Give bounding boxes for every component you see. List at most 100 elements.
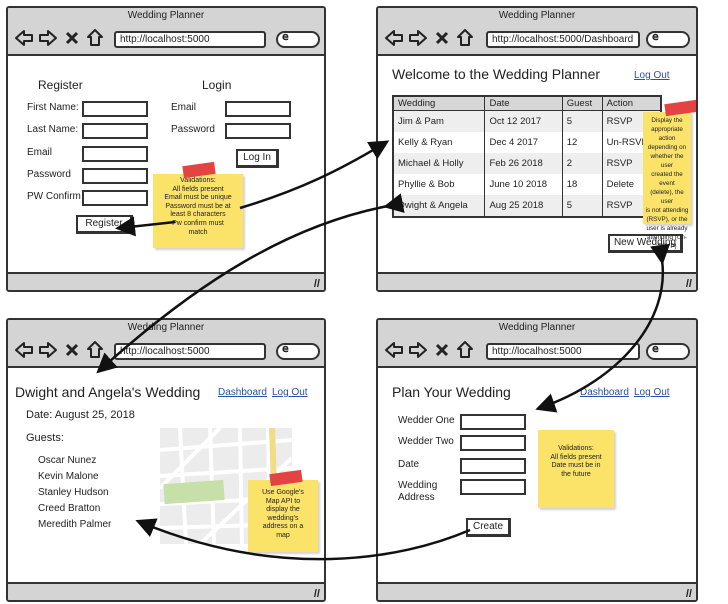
date-cell: Feb 26 2018 <box>484 153 563 174</box>
forward-arrow-icon[interactable] <box>38 340 58 360</box>
email-label: Email <box>27 147 53 158</box>
dashboard-link[interactable]: Dashboard <box>580 387 629 398</box>
login-password-field[interactable] <box>225 123 291 139</box>
back-arrow-icon[interactable] <box>384 28 404 48</box>
search-box[interactable]: 𝖾 <box>646 31 690 48</box>
note-line: wedding's <box>267 514 299 522</box>
status-bar: // <box>8 582 324 600</box>
note-line: whether the user <box>650 153 684 169</box>
resize-grip-icon[interactable]: // <box>313 588 320 600</box>
wedding-date: Date: August 25, 2018 <box>26 409 135 421</box>
table-row: Phyllie & Bob June 10 2018 18 Delete <box>393 174 662 195</box>
table-header: Wedding Date Guest Action <box>393 96 662 111</box>
date-field[interactable] <box>460 458 526 474</box>
pw-confirm-field[interactable] <box>82 190 148 206</box>
note-line: Validations: <box>180 177 216 184</box>
guest-item: Oscar Nunez <box>38 455 97 466</box>
login-button[interactable]: Log In <box>236 149 279 168</box>
table-row: Dwight & Angela Aug 25 2018 5 RSVP <box>393 195 662 217</box>
resize-grip-icon[interactable]: // <box>313 278 320 290</box>
search-box[interactable]: 𝖾 <box>276 31 320 48</box>
browser-toolbar: http://localhost:5000 𝖾 <box>8 336 324 368</box>
guest-item: Meredith Palmer <box>38 519 112 530</box>
login-email-field[interactable] <box>225 101 291 117</box>
search-icon: 𝖾 <box>652 31 659 43</box>
status-bar: // <box>378 272 696 290</box>
note-line: Display the <box>651 117 683 124</box>
table-row: Kelly & Ryan Dec 4 2017 12 Un-RSVP <box>393 132 662 153</box>
note-line: match <box>188 228 208 236</box>
page-title: Dwight and Angela's Wedding <box>15 384 201 400</box>
create-button[interactable]: Create <box>466 518 511 537</box>
search-icon: 𝖾 <box>282 343 289 355</box>
browser-toolbar: http://localhost:5000 𝖾 <box>8 24 324 56</box>
address-field[interactable] <box>460 479 526 495</box>
logout-link[interactable]: Log Out <box>634 387 670 398</box>
forward-arrow-icon[interactable] <box>408 28 428 48</box>
home-icon[interactable] <box>86 340 104 360</box>
window-title: Wedding Planner <box>378 320 696 336</box>
resize-grip-icon[interactable]: // <box>685 588 692 600</box>
note-line: depending on <box>647 144 687 151</box>
page-title: Plan Your Wedding <box>392 384 511 400</box>
note-line: Use Google's <box>262 489 304 496</box>
dashboard-link[interactable]: Dashboard <box>218 387 267 398</box>
home-icon[interactable] <box>456 28 474 48</box>
logout-link[interactable]: Log Out <box>272 387 308 398</box>
wedding-cell: Jim & Pam <box>393 110 486 132</box>
guest-cell: 18 <box>562 174 603 195</box>
first-name-label: First Name: <box>27 102 79 113</box>
note-line: created the event <box>651 171 683 187</box>
home-icon[interactable] <box>86 28 104 48</box>
wedding-cell: Phyllie & Bob <box>393 174 486 195</box>
note-line: (delete), the user <box>650 189 684 205</box>
register-button[interactable]: Register <box>76 215 133 234</box>
register-login-window: Wedding Planner http://localhost:5000 𝖾 … <box>6 6 326 292</box>
close-icon[interactable] <box>64 340 80 360</box>
back-arrow-icon[interactable] <box>384 340 404 360</box>
password-field[interactable] <box>82 168 148 184</box>
back-arrow-icon[interactable] <box>14 28 34 48</box>
search-box[interactable]: 𝖾 <box>276 343 320 360</box>
wedding-cell: Dwight & Angela <box>393 195 486 217</box>
login-password-label: Password <box>171 124 215 135</box>
guest-item: Stanley Hudson <box>38 487 109 498</box>
date-cell: Dec 4 2017 <box>484 132 563 153</box>
forward-arrow-icon[interactable] <box>38 28 58 48</box>
close-icon[interactable] <box>434 340 450 360</box>
address-bar[interactable]: http://localhost:5000/Dashboard <box>486 31 640 48</box>
date-cell: June 10 2018 <box>484 174 563 195</box>
note-line: Validations: <box>558 445 594 452</box>
date-cell: Aug 25 2018 <box>484 195 563 217</box>
last-name-field[interactable] <box>82 123 148 139</box>
logout-link[interactable]: Log Out <box>634 70 670 81</box>
wedder-one-field[interactable] <box>460 414 526 430</box>
address-bar[interactable]: http://localhost:5000 <box>114 343 266 360</box>
note-line: display the <box>266 506 300 514</box>
note-line: (RSVP), or the <box>646 216 688 223</box>
date-cell: Oct 12 2017 <box>484 110 563 132</box>
resize-grip-icon[interactable]: // <box>685 278 692 290</box>
note-line: Date must be in <box>551 462 601 470</box>
note-tape <box>664 99 696 117</box>
page-title: Welcome to the Wedding Planner <box>392 66 601 82</box>
window-title: Wedding Planner <box>8 320 324 336</box>
note-line: the future <box>561 470 591 478</box>
note-line: least 8 characters <box>170 211 226 219</box>
address-bar[interactable]: http://localhost:5000 <box>114 31 266 48</box>
close-icon[interactable] <box>434 28 450 48</box>
note-line: map <box>276 531 290 539</box>
back-arrow-icon[interactable] <box>14 340 34 360</box>
home-icon[interactable] <box>456 340 474 360</box>
email-field[interactable] <box>82 146 148 162</box>
wedder-two-field[interactable] <box>460 435 526 451</box>
weddings-table: Wedding Date Guest Action Jim & Pam Oct … <box>392 95 662 218</box>
search-box[interactable]: 𝖾 <box>646 343 690 360</box>
map-api-note: Use Google's Map API to display the wedd… <box>248 480 318 552</box>
first-name-field[interactable] <box>82 101 148 117</box>
address-bar[interactable]: http://localhost:5000 <box>486 343 640 360</box>
close-icon[interactable] <box>64 28 80 48</box>
wedding-cell: Kelly & Ryan <box>393 132 486 153</box>
forward-arrow-icon[interactable] <box>408 340 428 360</box>
address-label-line1: Wedding <box>398 480 438 491</box>
